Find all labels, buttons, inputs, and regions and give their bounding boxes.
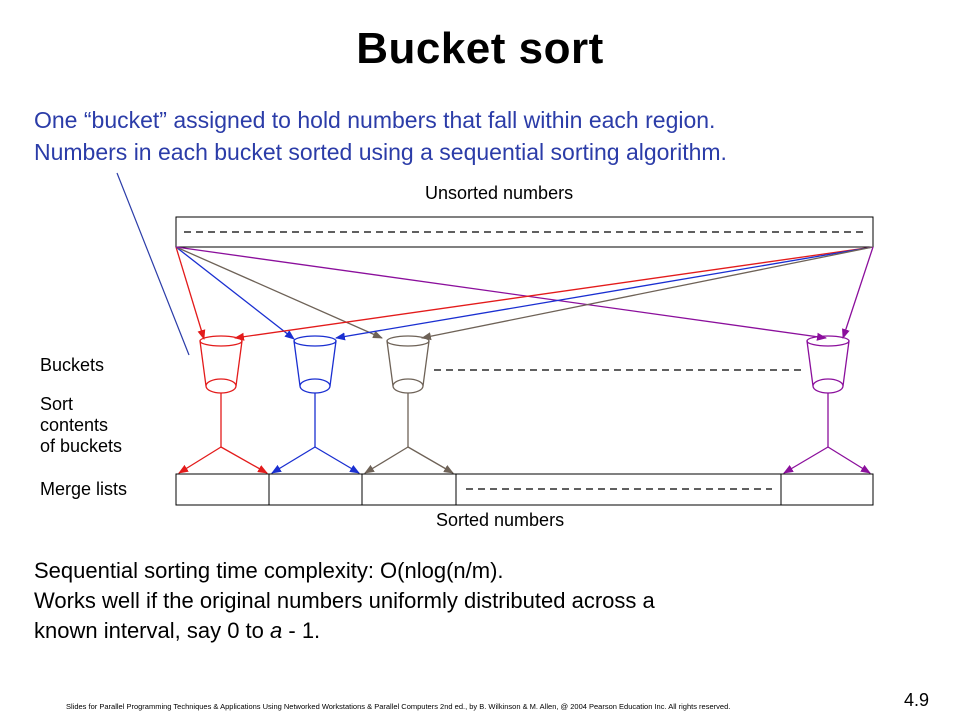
bucket-blue bbox=[293, 335, 337, 394]
arrow-red-from-right bbox=[234, 246, 874, 341]
arrow-blue-from-left bbox=[175, 246, 295, 340]
bottom-line-3-prefix: known interval, say 0 to bbox=[34, 618, 271, 643]
variable-a: a bbox=[270, 618, 283, 643]
merge-fork-blue bbox=[271, 393, 360, 474]
bucket-gray bbox=[386, 335, 430, 394]
merge-fork-purple bbox=[783, 393, 871, 474]
bottom-line-3: known interval, say 0 to a - 1. bbox=[34, 616, 655, 646]
arrow-purple-from-right bbox=[842, 246, 874, 339]
complexity-text: Sequential sorting time complexity: O(nl… bbox=[34, 556, 655, 646]
bottom-line-2: Works well if the original numbers unifo… bbox=[34, 588, 655, 613]
page-number: 4.9 bbox=[904, 690, 930, 710]
callout-line bbox=[116, 172, 190, 356]
sort-label-line-3: of buckets bbox=[40, 436, 123, 456]
sort-contents-label: Sort contents of buckets bbox=[40, 394, 122, 457]
intro-text: One “bucket” assigned to hold numbers th… bbox=[34, 104, 727, 168]
merge-fork-red bbox=[178, 393, 268, 474]
intro-line-1: One “bucket” assigned to hold numbers th… bbox=[34, 107, 716, 133]
bottom-line-3-suffix: - 1. bbox=[282, 618, 321, 643]
sort-label-line-2: contents bbox=[40, 415, 109, 435]
sort-label-line-1: Sort bbox=[40, 394, 74, 414]
bucket-purple bbox=[806, 335, 850, 394]
buckets-label: Buckets bbox=[40, 355, 105, 375]
footer-credit: Slides for Parallel Programming Techniqu… bbox=[66, 702, 731, 711]
sorted-numbers-label: Sorted numbers bbox=[436, 510, 565, 530]
arrow-blue-from-right bbox=[335, 246, 874, 341]
unsorted-numbers-label: Unsorted numbers bbox=[425, 183, 574, 203]
merge-lists-label: Merge lists bbox=[40, 479, 128, 499]
arrow-purple-from-left bbox=[175, 246, 827, 341]
merge-fork-gray bbox=[364, 393, 454, 474]
arrow-gray-from-left bbox=[175, 246, 383, 339]
bottom-line-1: Sequential sorting time complexity: O(nl… bbox=[34, 558, 504, 583]
arrow-red-from-left bbox=[175, 246, 206, 340]
intro-line-2: Numbers in each bucket sorted using a se… bbox=[34, 139, 727, 165]
slide-title: Bucket sort bbox=[356, 24, 604, 73]
arrow-gray-from-right bbox=[421, 246, 874, 341]
bucket-red bbox=[199, 335, 243, 394]
